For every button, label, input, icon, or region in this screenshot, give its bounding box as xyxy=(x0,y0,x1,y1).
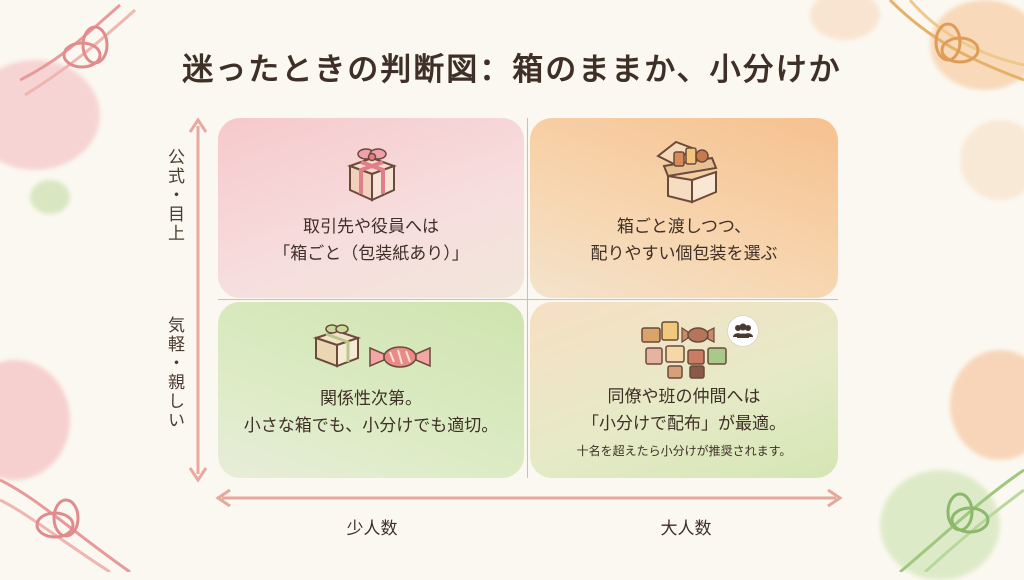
y-axis-bottom-label: 気軽・親しい xyxy=(164,316,184,430)
horizontal-divider xyxy=(218,299,838,300)
open-box-of-sweets-icon xyxy=(656,140,718,204)
mizuhiki-knot-top-right-icon xyxy=(888,0,1024,82)
horizontal-axis-arrow xyxy=(215,488,843,508)
watercolor-blob-green-left xyxy=(30,180,70,214)
assorted-sweets-icon xyxy=(641,321,727,379)
x-axis-left-label: 少人数 xyxy=(346,519,398,539)
quadrant-top-left-line2: 「箱ごと（包装紙あり）」 xyxy=(273,244,469,264)
people-group-icon xyxy=(728,316,758,346)
quadrant-bottom-right-note: 十名を超えたら小分けが推奨されます。 xyxy=(576,444,792,458)
quadrant-casual-few: 関係性次第。 小さな箱でも、小分けでも適切。 xyxy=(218,302,524,478)
watercolor-blob-peach-top xyxy=(810,0,880,40)
watercolor-blob-peach-right xyxy=(960,120,1024,200)
quadrant-top-left-line1: 取引先や役員へは xyxy=(303,217,439,237)
quadrant-formal-few: 取引先や役員へは 「箱ごと（包装紙あり）」 xyxy=(218,118,524,298)
quadrant-bottom-right-line1: 同僚や班の仲間へは xyxy=(607,387,761,407)
mizuhiki-knot-bottom-left-icon xyxy=(0,478,131,572)
mizuhiki-knot-top-left-icon xyxy=(20,3,136,97)
mizuhiki-knot-bottom-right-icon xyxy=(899,468,1024,572)
vertical-axis-arrow xyxy=(188,117,208,483)
watercolor-blob-orange-right-bottom xyxy=(950,350,1024,460)
quadrant-bottom-left-line1: 関係性次第。 xyxy=(320,389,422,409)
x-axis-right-label: 大人数 xyxy=(660,519,712,539)
vertical-divider xyxy=(527,118,528,478)
wrapped-candy-icon xyxy=(369,346,431,368)
gift-box-with-ribbon-icon xyxy=(347,148,397,202)
quadrant-top-right-line1: 箱ごと渡しつつ、 xyxy=(616,217,752,237)
quadrant-casual-many: 同僚や班の仲間へは 「小分けで配布」が最適。 十名を超えたら小分けが推奨されます… xyxy=(530,302,838,478)
quadrant-formal-many: 箱ごと渡しつつ、 配りやすい個包装を選ぶ xyxy=(530,118,838,298)
quadrant-bottom-right-line2: 「小分けで配布」が最適。 xyxy=(582,414,786,434)
y-axis-top-label: 公式・目上 xyxy=(164,148,184,243)
page-title: 迷ったときの判断図：箱のままか、小分けか xyxy=(182,52,842,88)
small-gift-box-icon xyxy=(312,324,362,368)
quadrant-top-right-line2: 配りやすい個包装を選ぶ xyxy=(590,244,778,264)
watercolor-blob-pink-left-bottom xyxy=(0,360,70,480)
quadrant-bottom-left-line2: 小さな箱でも、小分けでも適切。 xyxy=(243,416,499,436)
